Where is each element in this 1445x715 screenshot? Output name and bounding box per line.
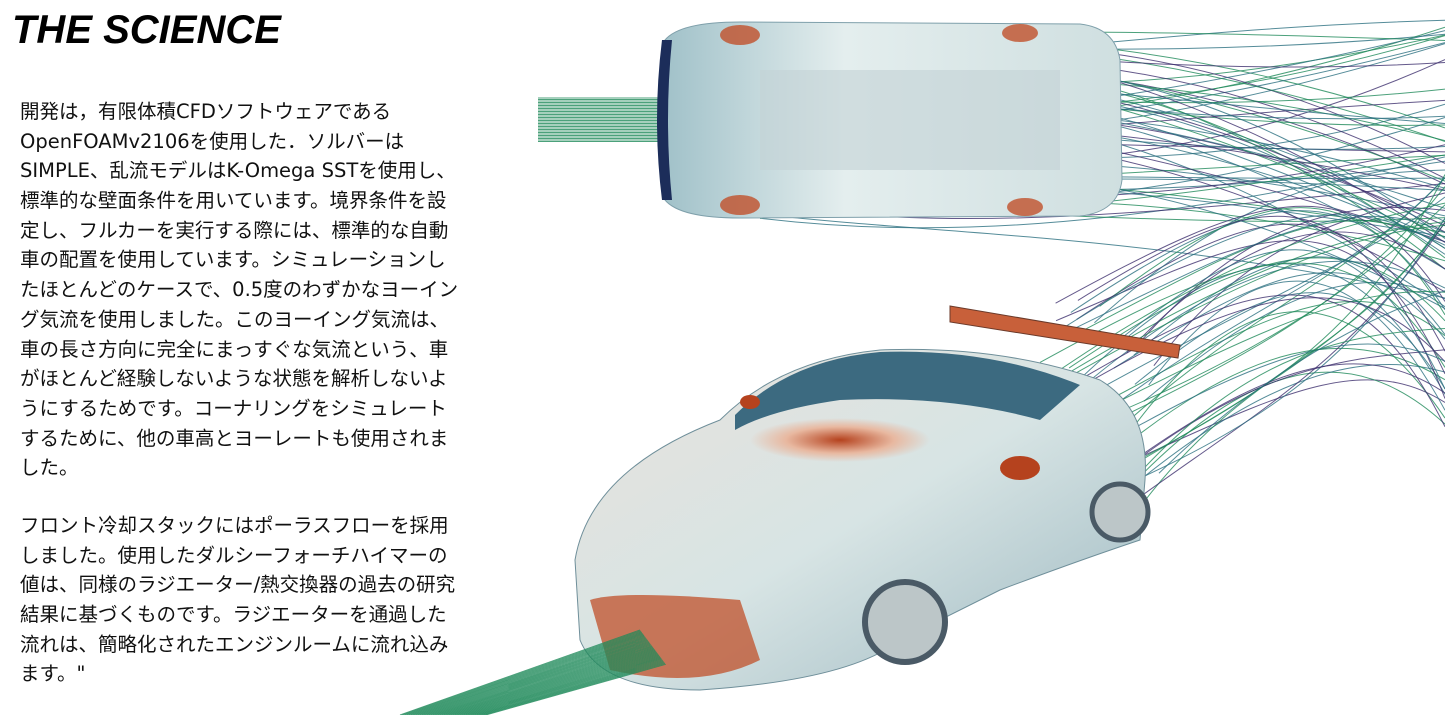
streamline	[441, 646, 653, 715]
streamline	[421, 638, 647, 715]
streamline	[406, 632, 643, 715]
streamline	[452, 650, 656, 715]
streamline	[1039, 262, 1445, 368]
streamline	[404, 631, 642, 715]
cfd-method-paragraph: 開発は，有限体積CFDソフトウェアである OpenFOAMv2106を使用した．…	[20, 97, 458, 483]
streamline	[1094, 169, 1445, 324]
streamline	[1129, 371, 1445, 487]
text-line: した。	[20, 456, 79, 480]
streamline	[1046, 196, 1445, 420]
streamline	[1132, 311, 1445, 429]
streamline	[468, 656, 661, 715]
streamline	[410, 633, 644, 715]
streamline	[450, 649, 656, 715]
streamline	[1113, 272, 1445, 369]
streamline	[443, 647, 654, 715]
streamline	[1052, 202, 1445, 376]
car-top-view	[657, 21, 1123, 219]
streamline	[408, 633, 643, 715]
car-3d-view	[574, 305, 1181, 691]
streamline	[1070, 210, 1445, 313]
text-line: 開発は，有限体積CFDソフトウェアである	[20, 100, 392, 123]
text-line: 車の長さ方向に完全にまっすぐな気流という、車	[20, 337, 449, 361]
text-line: たほとんどのケースで、0.5度のわずかなヨーイン	[20, 278, 459, 302]
streamline	[417, 636, 646, 715]
streamline	[1126, 231, 1445, 354]
streamline	[481, 662, 665, 715]
streamline	[1118, 177, 1445, 430]
text-line: フロント冷却スタックにはポーラスフローを採用	[20, 514, 449, 537]
streamline	[428, 640, 649, 715]
streamline	[1120, 249, 1445, 390]
streamline	[1055, 205, 1445, 304]
streamline	[430, 641, 650, 715]
streamline	[1148, 280, 1445, 411]
streamline	[472, 658, 662, 715]
streamline	[459, 653, 658, 715]
streamline	[419, 637, 647, 715]
text-line: SIMPLE、乱流モデルはK-Omega SSTを使用し、	[20, 159, 456, 183]
streamline	[448, 648, 655, 715]
streamline	[1133, 256, 1445, 356]
streamline	[1107, 363, 1445, 480]
text-line: グ気流を使用しました。このヨーイング気流は、	[20, 307, 450, 331]
streamline	[1134, 292, 1445, 390]
streamline	[457, 652, 658, 715]
text-line: しました。使用したダルシーフォーチハイマーの	[20, 543, 448, 567]
streamline	[424, 639, 648, 715]
text-line: 標準的な壁面条件を用いています。境界条件を設	[20, 189, 447, 213]
streamline	[759, 213, 1445, 299]
text-line: 値は、同様のラジエーター/熱交換器の過去の研究	[20, 573, 456, 597]
cooling-stack-paragraph: フロント冷却スタックにはポーラスフローを採用 しました。使用したダルシーフォーチ…	[20, 511, 455, 689]
radiator-inflow-streamlines	[399, 629, 666, 715]
streamline	[1081, 263, 1445, 395]
streamline	[1135, 218, 1445, 513]
streamline	[461, 654, 659, 715]
streamline	[465, 655, 660, 715]
streamline	[1054, 291, 1445, 435]
streamline	[426, 640, 649, 715]
streamline	[432, 642, 651, 715]
streamline	[446, 648, 655, 715]
streamline	[474, 659, 663, 715]
streamline	[470, 657, 662, 715]
text-line: 定し、フルカーを実行する際には、標準的な自動	[20, 218, 449, 242]
streamline	[439, 645, 653, 715]
streamline	[1081, 177, 1445, 431]
streamline	[1076, 223, 1445, 352]
streamline	[1158, 290, 1445, 474]
text-line: 結果に基づくものです。ラジエーターを通過した	[20, 603, 447, 627]
text-line: うにするためです。コーナリングをシミュレート	[20, 396, 447, 420]
streamline	[413, 634, 645, 715]
text-line: OpenFOAMv2106を使用した．ソルバーは	[20, 129, 405, 153]
streamline	[402, 630, 641, 715]
streamline	[1077, 215, 1445, 399]
streamline	[1043, 297, 1445, 410]
streamline	[1129, 327, 1445, 485]
streamline	[485, 663, 666, 715]
streamline	[1099, 207, 1445, 316]
streamline	[454, 651, 657, 715]
streamline	[1133, 207, 1445, 350]
streamline	[399, 629, 641, 715]
page-title: THE SCIENCE	[12, 8, 281, 52]
streamline	[463, 655, 660, 715]
streamline	[435, 643, 651, 715]
streamline	[415, 635, 645, 715]
text-line: 車の配置を使用しています。シミュレーションし	[20, 248, 446, 272]
streamline	[479, 661, 664, 715]
streamline	[1055, 240, 1445, 375]
streamline	[1120, 363, 1445, 497]
text-line: するために、他の車高とヨーレートも使用されま	[20, 426, 449, 450]
streamline	[1051, 214, 1445, 336]
streamline	[483, 662, 666, 715]
text-line: ます。"	[20, 662, 86, 686]
text-line: がほとんど経験しないような状態を解析しないよ	[20, 367, 448, 391]
streamline	[1091, 347, 1445, 474]
streamline	[1057, 215, 1445, 338]
streamline	[437, 644, 652, 715]
streamline	[1079, 220, 1445, 333]
streamline	[476, 660, 664, 715]
text-line: 流れは、簡略化されたエンジンルームに流れ込み	[20, 632, 449, 656]
